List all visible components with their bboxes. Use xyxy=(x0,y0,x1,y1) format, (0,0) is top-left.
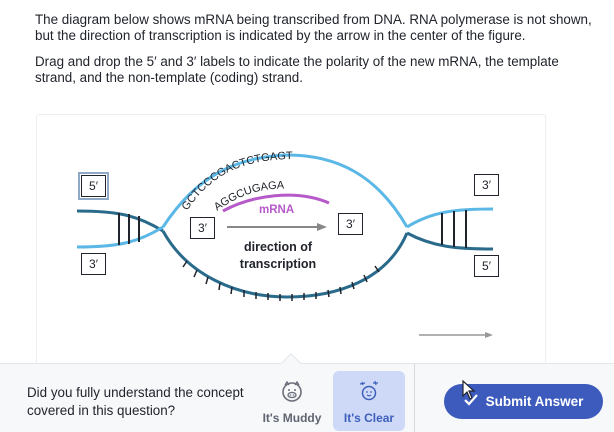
dna-diagram-svg: GCTCCCGACTCTGAGT AGGCUGAGA mRNA directio… xyxy=(76,150,494,338)
left-bottom-strand xyxy=(76,225,164,249)
label-left-top[interactable]: 5′ xyxy=(78,172,109,200)
mrna-label: mRNA xyxy=(259,204,294,216)
feedback-footer: Did you fully understand the concept cov… xyxy=(0,353,614,432)
right-helix xyxy=(406,207,494,251)
faint-arrow-head xyxy=(485,332,493,338)
top-strand-bubble xyxy=(161,153,409,228)
footer-divider xyxy=(414,364,415,432)
question-prompt: The diagram below shows mRNA being trans… xyxy=(35,12,595,96)
direction-label-2: transcription xyxy=(240,257,316,271)
sparkle-icon xyxy=(356,377,382,405)
direction-label-1: direction of xyxy=(244,240,313,254)
submit-label: Submit Answer xyxy=(485,394,584,409)
left-top-strand xyxy=(76,209,164,233)
transcription-diagram: GCTCCCGACTCTGAGT AGGCUGAGA mRNA directio… xyxy=(36,114,546,364)
label-right-top[interactable]: 3′ xyxy=(474,174,499,196)
template-strand-ticks xyxy=(182,260,380,301)
question-paragraph-2: Drag and drop the 5′ and 3′ labels to in… xyxy=(35,54,559,85)
right-bottom-strand xyxy=(406,231,494,251)
mrna-strand xyxy=(222,193,330,213)
label-right-bottom[interactable]: 5′ xyxy=(474,255,499,277)
label-center-right[interactable]: 3′ xyxy=(338,213,363,235)
label-center-left[interactable]: 3′ xyxy=(190,217,215,239)
direction-arrow-head xyxy=(317,223,327,231)
template-strand-bubble xyxy=(161,230,409,299)
muddy-button[interactable]: It's Muddy xyxy=(256,371,328,431)
clear-button[interactable]: It's Clear xyxy=(333,371,405,431)
left-helix xyxy=(76,209,164,249)
label-left-bottom[interactable]: 3′ xyxy=(81,253,106,275)
right-top-strand xyxy=(406,207,494,229)
feedback-question: Did you fully understand the concept cov… xyxy=(27,385,244,418)
check-icon xyxy=(463,394,478,409)
mouse-cursor xyxy=(462,380,476,400)
muddy-label: It's Muddy xyxy=(262,411,322,425)
clear-label: It's Clear xyxy=(343,411,395,425)
pig-icon xyxy=(279,377,305,405)
question-paragraph-1: The diagram below shows mRNA being trans… xyxy=(35,12,592,43)
